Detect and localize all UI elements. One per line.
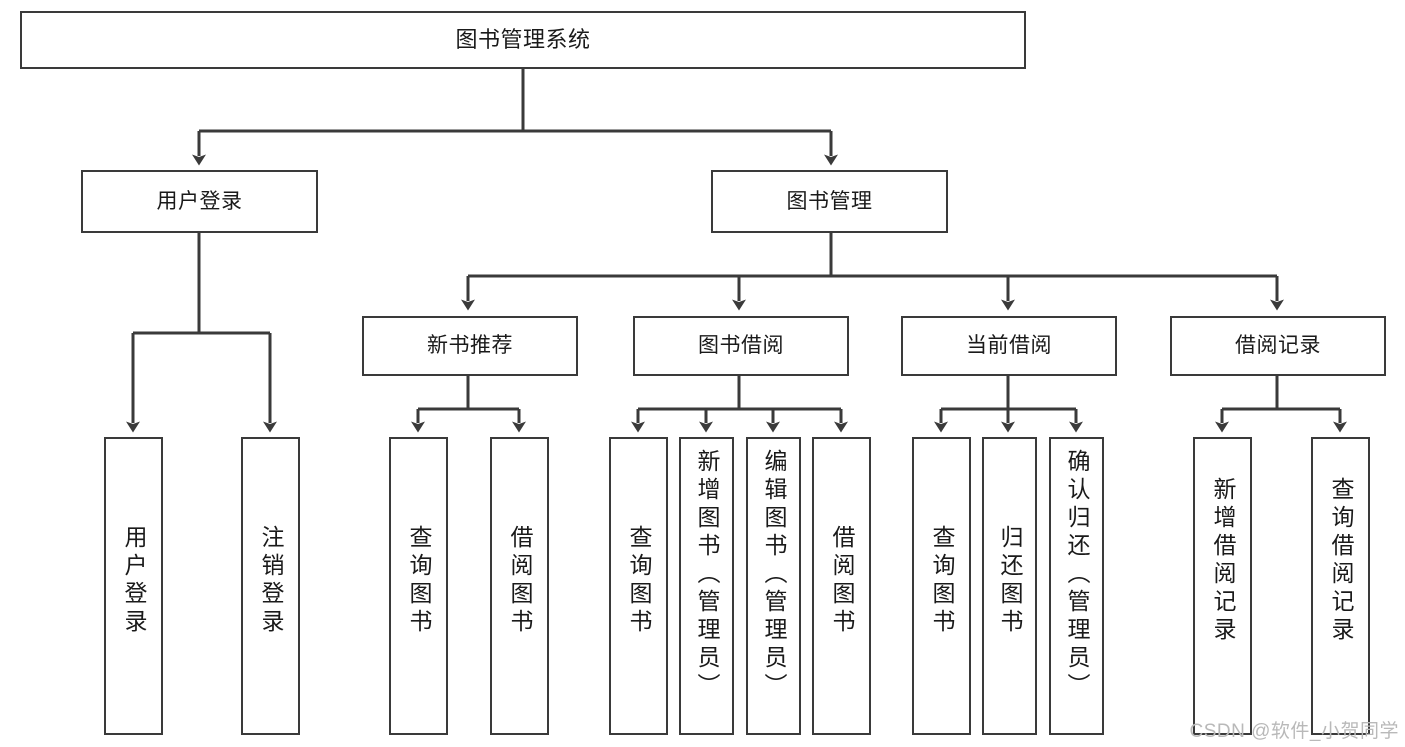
node-label: 借阅记录 — [1235, 334, 1321, 358]
node-root[interactable]: 图书管理系统 — [20, 11, 1026, 69]
node-label: 当前借阅 — [966, 334, 1052, 358]
node-label: 借阅图书 — [829, 525, 855, 637]
node-leaf-logout-login[interactable]: 注销登录 — [241, 437, 300, 735]
node-label: 图书借阅 — [698, 334, 784, 358]
node-leaf-return-book[interactable]: 归还图书 — [982, 437, 1037, 735]
node-label: 新增借阅记录 — [1210, 477, 1236, 645]
node-leaf-borrow-book-2[interactable]: 借阅图书 — [812, 437, 871, 735]
node-label: 归还图书 — [997, 525, 1023, 637]
node-label: 用户登录 — [121, 525, 147, 637]
node-label: 注销登录 — [258, 525, 284, 637]
node-leaf-user-login[interactable]: 用户登录 — [104, 437, 163, 735]
node-current-borrow[interactable]: 当前借阅 — [901, 316, 1117, 376]
node-label: 图书管理系统 — [455, 26, 591, 52]
node-leaf-query-book-3[interactable]: 查询图书 — [912, 437, 971, 735]
node-label: 图书管理 — [786, 189, 873, 213]
node-label: 查询图书 — [929, 525, 955, 637]
node-book-manage[interactable]: 图书管理 — [711, 170, 948, 233]
node-label: 确认归还（管理员） — [1064, 449, 1090, 701]
node-leaf-query-book-1[interactable]: 查询图书 — [389, 437, 448, 735]
node-book-borrow[interactable]: 图书借阅 — [633, 316, 849, 376]
node-label: 查询图书 — [406, 525, 432, 637]
node-label: 编辑图书（管理员） — [761, 449, 787, 701]
node-label: 新书推荐 — [427, 334, 513, 358]
node-label: 查询图书 — [626, 525, 652, 637]
node-new-book-rec[interactable]: 新书推荐 — [362, 316, 578, 376]
node-leaf-query-book-2[interactable]: 查询图书 — [609, 437, 668, 735]
node-borrow-record[interactable]: 借阅记录 — [1170, 316, 1386, 376]
node-leaf-confirm-return[interactable]: 确认归还（管理员） — [1049, 437, 1104, 735]
node-label: 用户登录 — [156, 189, 243, 213]
node-leaf-add-record[interactable]: 新增借阅记录 — [1193, 437, 1252, 735]
node-label: 新增图书（管理员） — [694, 449, 720, 701]
node-label: 查询借阅记录 — [1328, 477, 1354, 645]
node-user-login[interactable]: 用户登录 — [81, 170, 318, 233]
node-leaf-add-book[interactable]: 新增图书（管理员） — [679, 437, 734, 735]
node-leaf-edit-book[interactable]: 编辑图书（管理员） — [746, 437, 801, 735]
node-leaf-borrow-book-1[interactable]: 借阅图书 — [490, 437, 549, 735]
node-label: 借阅图书 — [507, 525, 533, 637]
node-leaf-query-record[interactable]: 查询借阅记录 — [1311, 437, 1370, 735]
watermark: CSDN @软件_小贺同学 — [1189, 721, 1399, 742]
